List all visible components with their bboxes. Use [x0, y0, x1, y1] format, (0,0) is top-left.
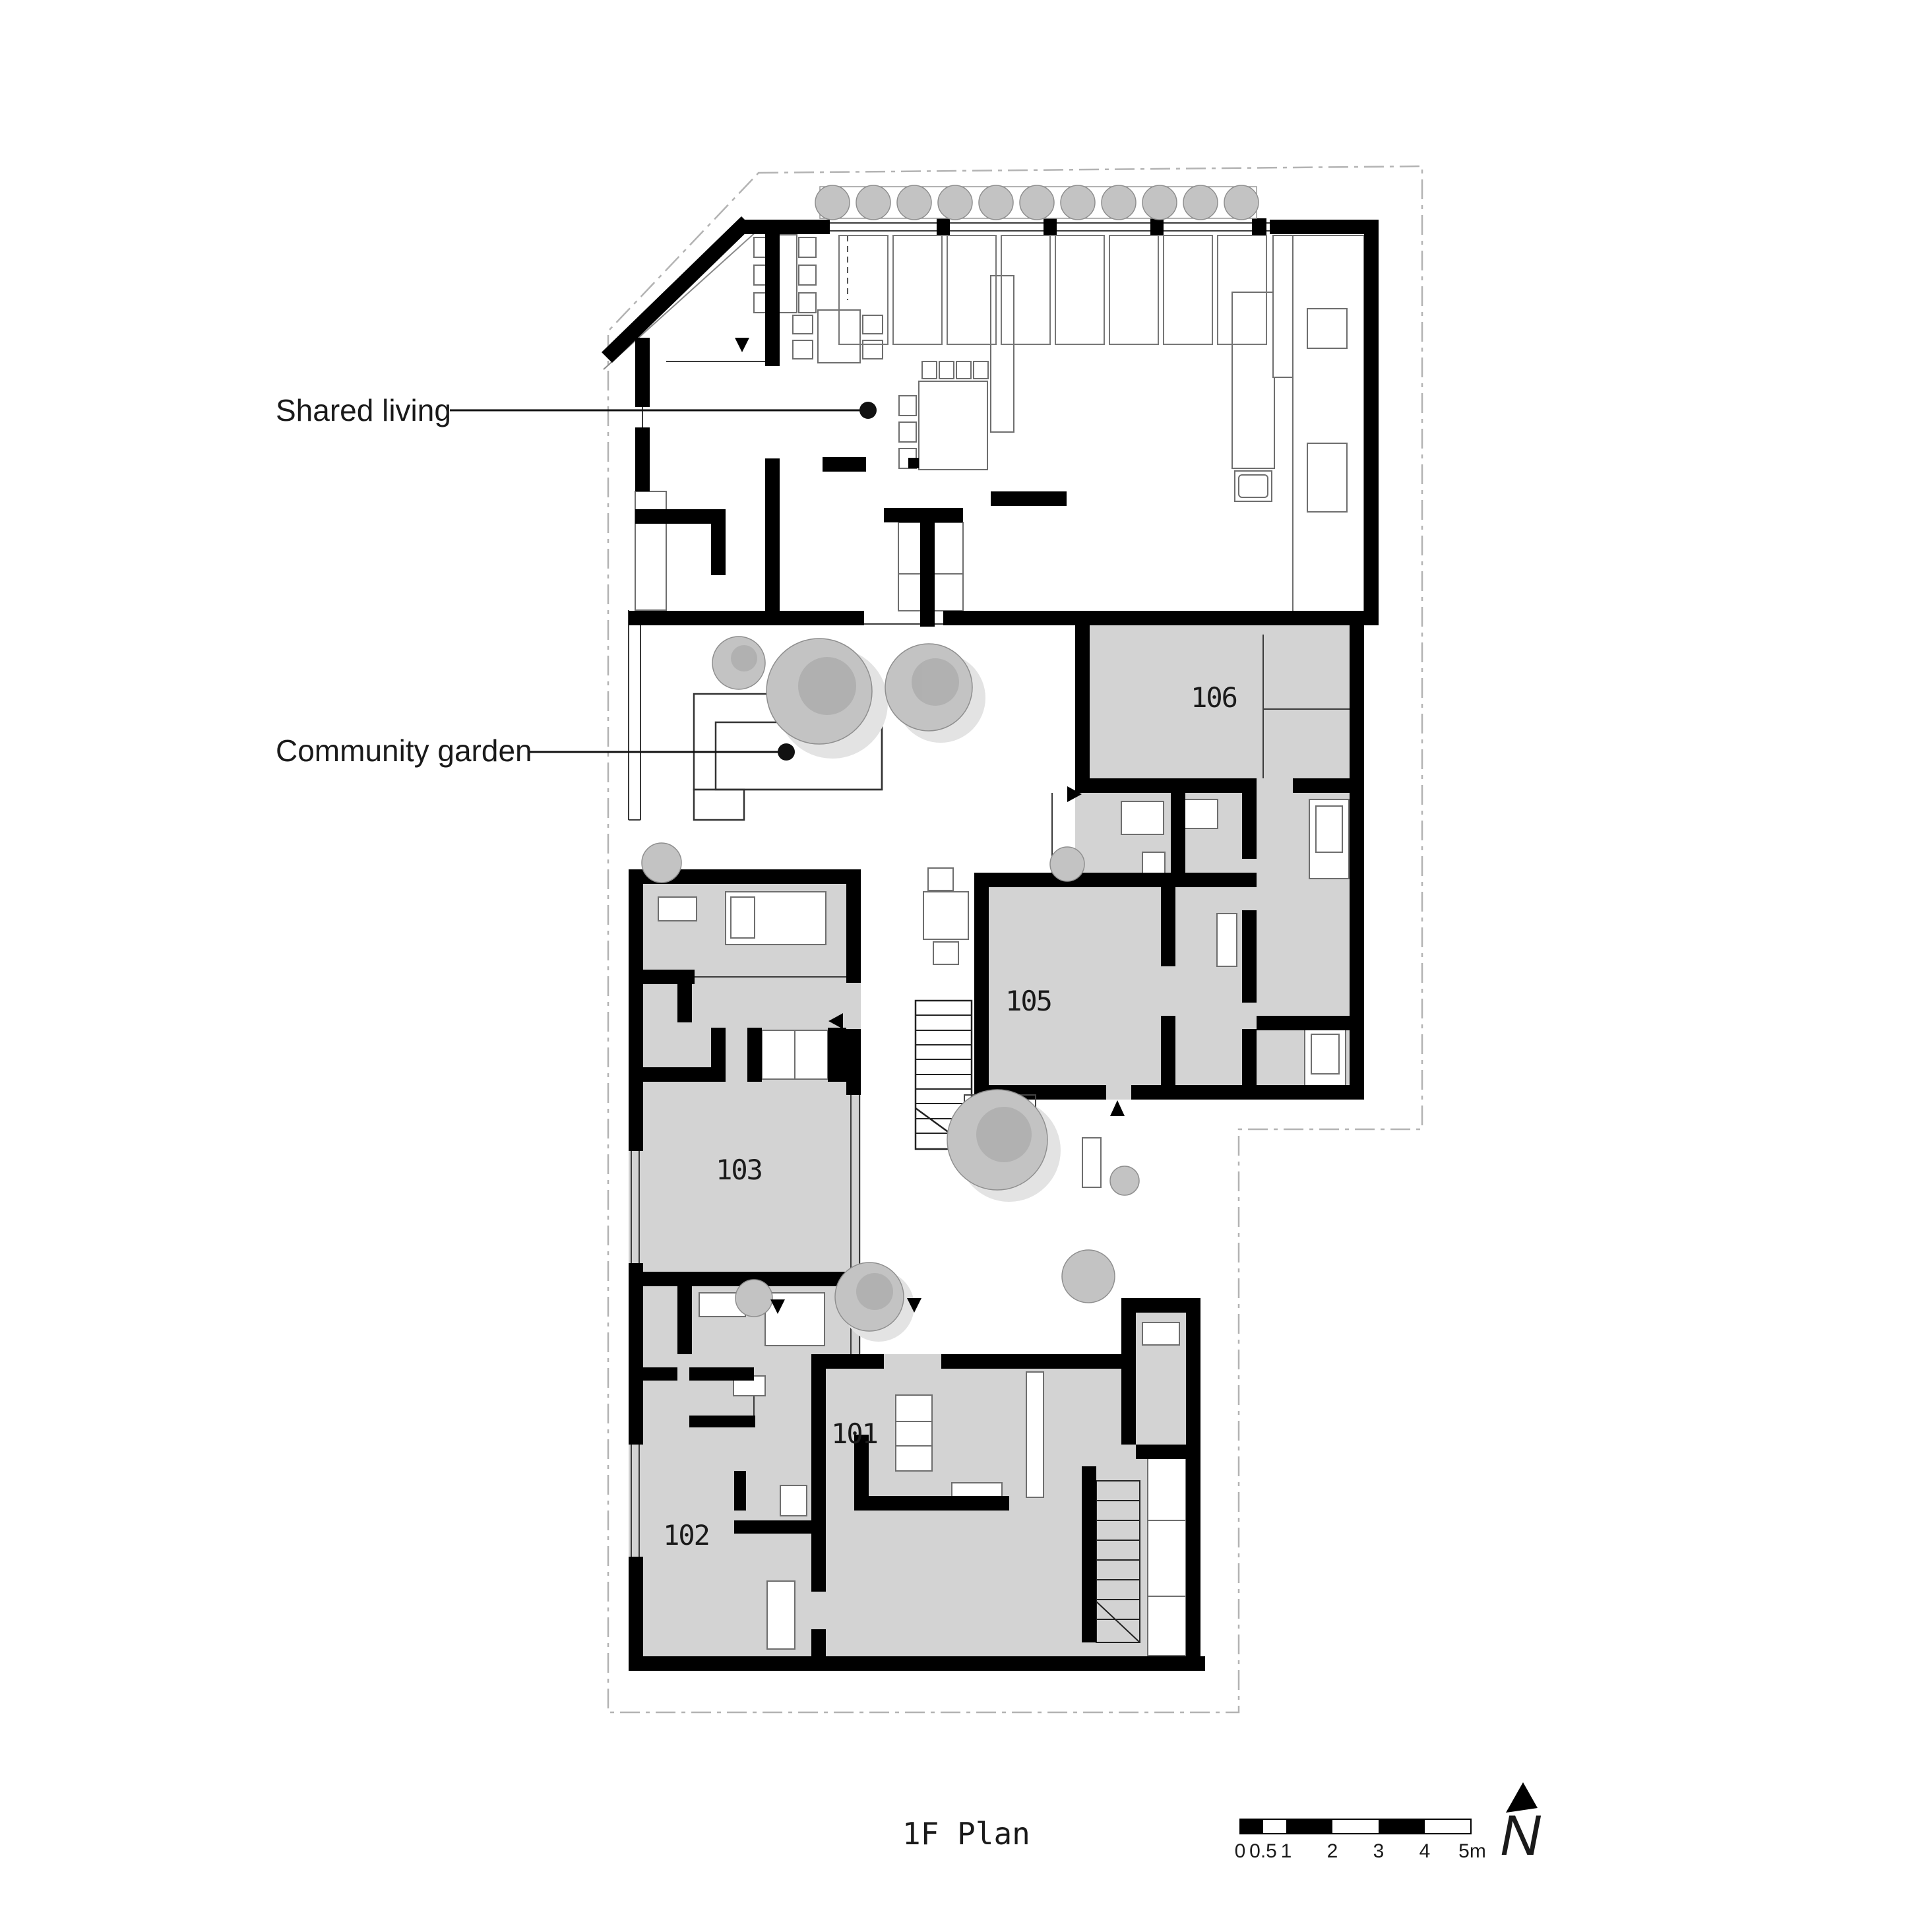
- unit-102-floor: [629, 1369, 826, 1671]
- shrub-icon: [1019, 185, 1055, 220]
- tree-icon: [1049, 846, 1085, 882]
- garden-trees: [641, 636, 1140, 1342]
- entry-arrow-icon: [828, 1013, 843, 1029]
- furniture: [635, 234, 1365, 1656]
- shrub-icon: [856, 185, 891, 220]
- shrub-icon: [978, 185, 1014, 220]
- shrub-icon: [1142, 185, 1177, 220]
- shrub-icon: [1183, 185, 1218, 220]
- unit-103-fixtures: [658, 891, 828, 1346]
- walls: [602, 216, 1379, 1671]
- svg-text:0.5: 0.5: [1249, 1840, 1277, 1862]
- room-label-105: 105: [1005, 985, 1051, 1017]
- svg-text:5m: 5m: [1458, 1840, 1486, 1862]
- room-label-101: 101: [831, 1418, 877, 1450]
- svg-text:0: 0: [1235, 1840, 1246, 1862]
- site-boundary: [607, 165, 1423, 1714]
- plan-title: 1F Plan: [902, 1816, 1030, 1852]
- north-arrow-icon: N: [1500, 1782, 1542, 1867]
- svg-text:3: 3: [1373, 1840, 1385, 1862]
- tree-icon: [641, 842, 682, 883]
- entrance-markers: [735, 338, 1125, 1314]
- shrub-icon: [1060, 185, 1096, 220]
- kitchen-counters: [990, 235, 1365, 625]
- entry-arrow-icon: [1067, 786, 1082, 802]
- community-garden-label: Community garden: [276, 733, 532, 768]
- shrub-icon: [937, 185, 973, 220]
- unit-102-fixtures: [733, 1375, 807, 1650]
- entry-arrow-icon: [1110, 1100, 1125, 1116]
- bar-counter: [898, 361, 989, 470]
- shrub-icon: [815, 185, 850, 220]
- hedge-row: [815, 185, 1259, 220]
- north-label: N: [1500, 1804, 1542, 1867]
- shared-living-label: Shared living: [276, 393, 451, 427]
- svg-text:1: 1: [1281, 1840, 1292, 1862]
- entry-arrow-icon: [735, 338, 749, 352]
- room-labels: 106 105 103 102 101: [663, 681, 1238, 1551]
- sliding-panels: [838, 235, 1267, 345]
- shrub-icon: [1101, 185, 1137, 220]
- entry-arrow-icon: [907, 1298, 921, 1313]
- svg-text:2: 2: [1327, 1840, 1338, 1862]
- tree-icon: [735, 1279, 773, 1317]
- unit-106-105-floor: [974, 625, 1364, 1100]
- thin-lines: [603, 222, 1350, 1557]
- room-label-102: 102: [663, 1519, 709, 1551]
- entry-arrow-icon: [770, 1299, 785, 1314]
- room-label-103: 103: [716, 1154, 762, 1186]
- bedroom-fixtures: [1121, 799, 1350, 1094]
- shrub-icon: [896, 185, 932, 220]
- shrub-icon: [1224, 185, 1259, 220]
- room-label-106: 106: [1191, 681, 1237, 714]
- courtyard-table: [923, 867, 1102, 1188]
- annotations: Shared living Community garden: [276, 393, 877, 768]
- tree-icon: [1061, 1249, 1115, 1303]
- tree-icon: [1109, 1166, 1140, 1196]
- dining-table-b: [792, 309, 883, 363]
- dining-table-a: [753, 234, 817, 313]
- svg-text:4: 4: [1419, 1840, 1431, 1862]
- scale-bar: 0 0.5 1 2 3 4 5m: [1235, 1819, 1486, 1862]
- unit-101-floor: [826, 1298, 1200, 1671]
